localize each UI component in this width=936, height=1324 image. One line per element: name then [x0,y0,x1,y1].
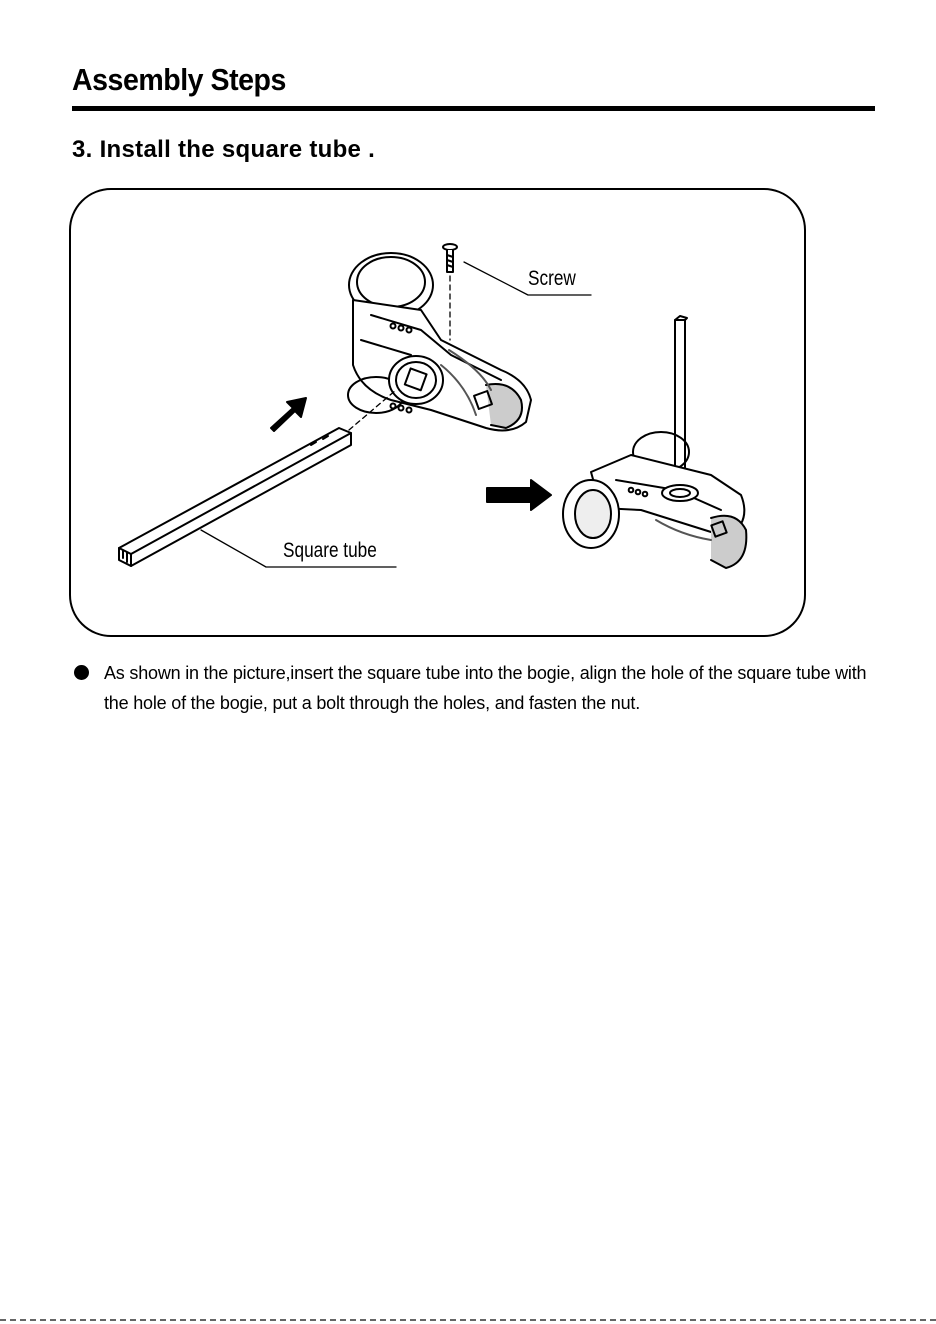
section-title: Assembly Steps [72,62,286,98]
screw-illustration [443,244,591,340]
assembled-bogie-illustration [563,316,746,568]
page-bottom-rule [0,1319,936,1321]
assembly-figure: Screw Square tube [69,188,806,637]
assembly-illustration [71,190,806,637]
arrow-icon [487,480,551,510]
square-tube-label: Square tube [283,539,377,563]
step-heading: 3. Install the square tube . [72,136,375,164]
bogie-illustration [348,253,531,430]
screw-label: Screw [528,267,576,291]
arrow-icon [271,398,306,431]
instruction-text: As shown in the picture,insert the squar… [104,658,874,718]
title-rule [72,106,875,111]
bullet-icon [74,665,89,680]
